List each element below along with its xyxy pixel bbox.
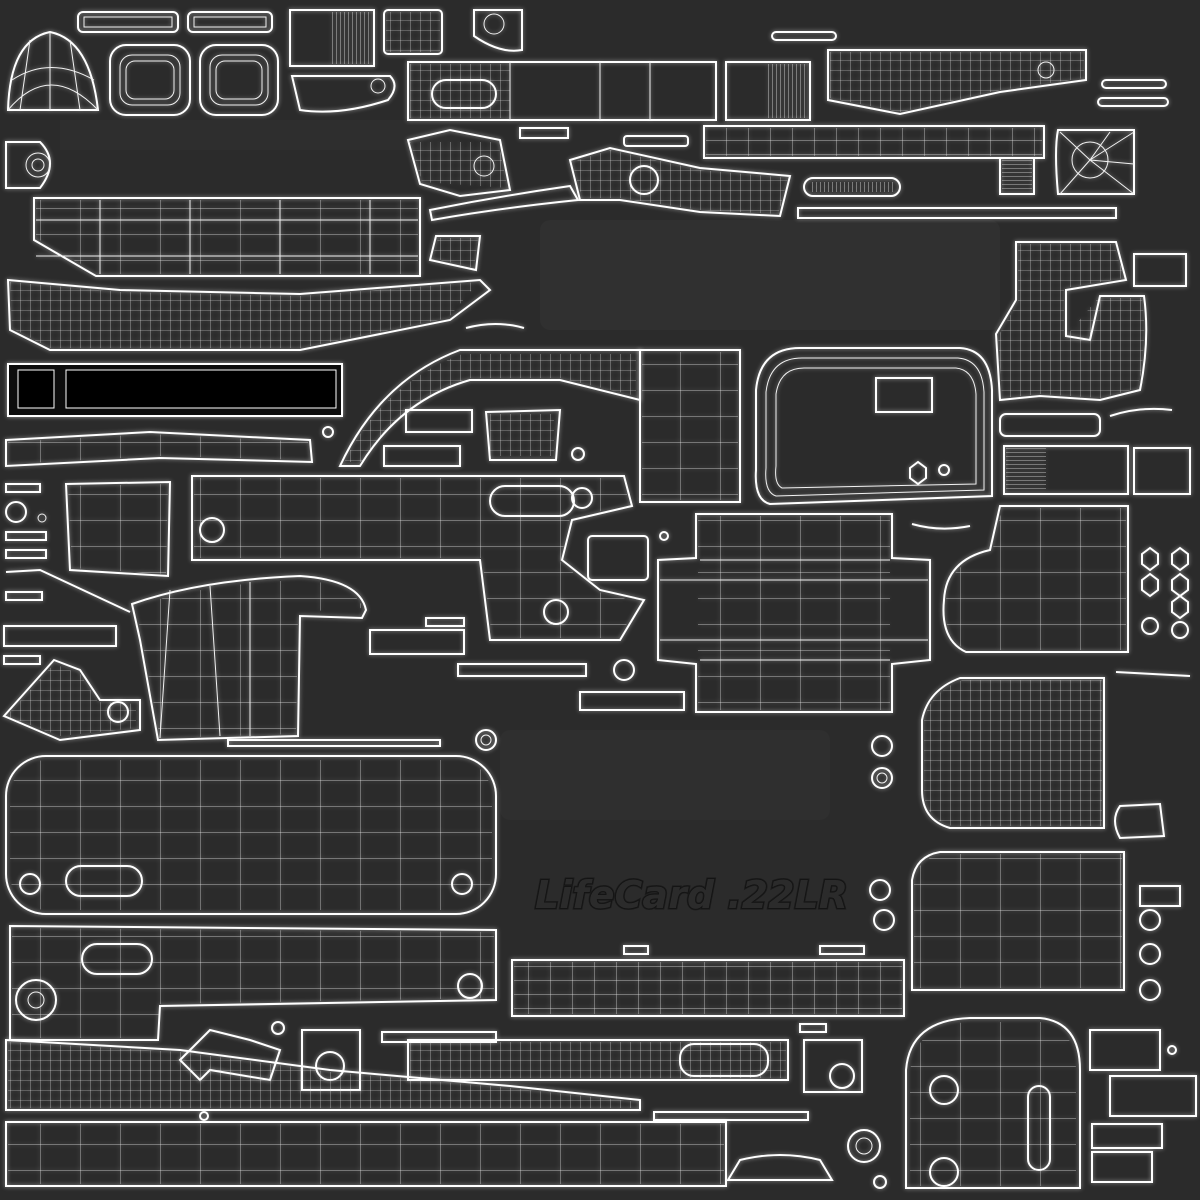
uv-island-quarter-fan (1055, 129, 1135, 195)
lifecard-label: LifeCard .22LR (535, 873, 848, 917)
uv-island-right-l-bracket (994, 241, 1187, 402)
uv-island-right-small-rects (999, 407, 1191, 495)
uv-island-long-strip (227, 739, 441, 747)
uv-island-slide-panel (5, 755, 497, 915)
uv-island-hex-nuts (1115, 546, 1191, 677)
uv-island-black-bar (7, 363, 343, 417)
uv-island-bolt-pill (797, 177, 1117, 219)
uv-island-grip-rail (703, 125, 1045, 195)
uv-island-top-panels (289, 9, 523, 67)
svg-text:LifeCard .22LR: LifeCard .22LR (535, 873, 848, 917)
uv-island-curved-bracket (290, 75, 396, 113)
uv-island-swept-beam (428, 146, 792, 222)
uv-island-top-left-dome (6, 30, 100, 111)
uv-island-left-small-parts (5, 483, 131, 613)
uv-island-bent-rail (5, 430, 314, 468)
uv-island-magazine-box (579, 513, 971, 713)
uv-island-right-bottom-small (847, 1029, 1197, 1189)
uv-island-side-cover (921, 677, 1105, 829)
uv-island-small-bars (77, 11, 273, 33)
uv-island-small-rect-strip (519, 127, 689, 147)
uv-island-long-slot (407, 61, 811, 121)
uv-title-label: LifeCard .22LR LifeCard .22LR (534, 872, 850, 919)
uv-island-right-curved-panel (942, 505, 1129, 653)
uv-island-barrel-strip (511, 945, 905, 1017)
uv-island-grip-frame-arch (905, 1017, 1081, 1189)
uv-island-folded-card (64, 480, 172, 578)
uv-island-left-small-blocks (2, 625, 141, 742)
uv-island-receiver (191, 475, 646, 641)
uv-island-angled-plate (406, 128, 512, 198)
bake-shading (60, 120, 1000, 820)
uv-island-barrel-panel (33, 197, 421, 277)
uv-island-small-rings (475, 729, 1166, 840)
uv-island-small-wedge (428, 235, 482, 272)
uv-island-top-right-strip (771, 31, 1169, 116)
uv-island-bottom-bits (178, 1021, 863, 1093)
uv-island-grip-body (130, 574, 587, 742)
uv-island-trigger-parts (322, 408, 585, 467)
uv-island-lower-right-box (869, 851, 1181, 1001)
uv-island-wavy-strip (6, 278, 525, 351)
uv-island-rounded-square-2 (199, 44, 279, 116)
uv-island-frame-vertical-panel (639, 349, 741, 503)
uv-island-window-frame (754, 347, 993, 506)
uv-island-bottom-long-strips (5, 1038, 834, 1187)
uv-island-rounded-square-1 (109, 44, 191, 116)
uv-island-left-circle-tab (5, 141, 51, 189)
uv-island-slide-lower (9, 924, 497, 1041)
